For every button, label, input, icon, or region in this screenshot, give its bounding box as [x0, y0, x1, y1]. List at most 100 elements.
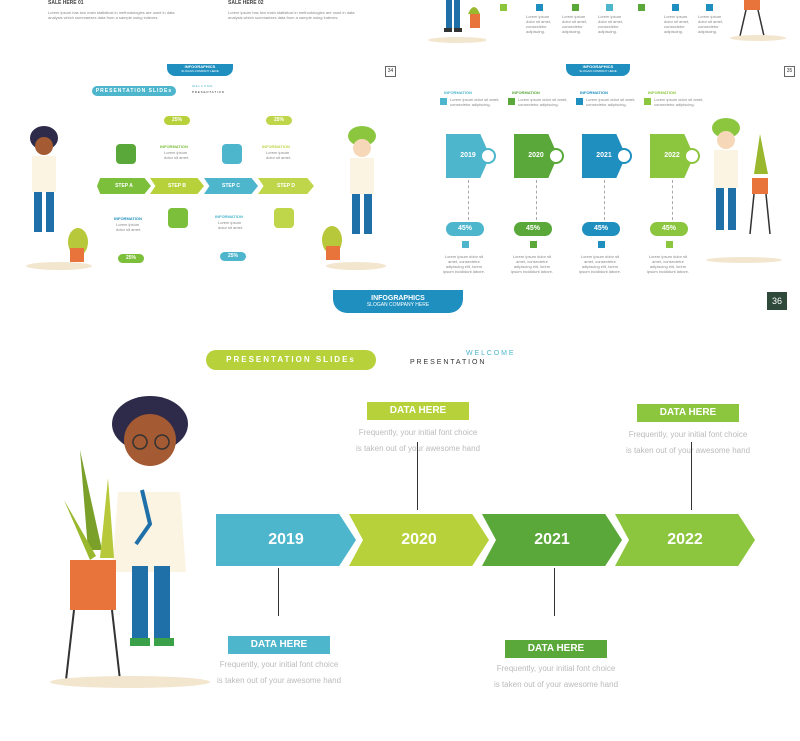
character-main-illustration [50, 396, 210, 688]
slide-header-tab: INFOGRAPHICS SLOGAN COMPANY HERE [167, 64, 233, 76]
info-title: INFORMATION [444, 90, 472, 95]
connector-line [278, 568, 279, 616]
info-body: Lorem ipsum dolor sit amet. [116, 222, 142, 232]
header-title: INFOGRAPHICS [184, 64, 216, 69]
connector-line [417, 442, 418, 510]
header-sub: SLOGAN COMPANY HERE [579, 69, 617, 73]
info-icon [116, 144, 136, 164]
checkbox-icon[interactable] [462, 241, 469, 248]
percent-pill: 25% [118, 254, 144, 263]
page-number: 35 [784, 66, 795, 77]
desc-line-2: is taken out of your awesome hand [493, 680, 619, 689]
character-illustration [428, 0, 486, 43]
data-label: DATA HERE [367, 402, 469, 420]
slide-header-tab: INFOGRAPHICS SLOGAN COMPANY HERE [333, 290, 463, 313]
checkbox-icon[interactable] [530, 241, 537, 248]
slide-thumbnail-35[interactable]: INFOGRAPHICS SLOGAN COMPANY HERE 35 INFO… [420, 64, 800, 276]
sale-title-1: SALE HERE 01 [48, 0, 84, 6]
connector-line [672, 180, 673, 220]
data-label: DATA HERE [228, 636, 330, 654]
connector-line [536, 180, 537, 220]
column-text: Lorem ipsum dolor sit amet, consectetur … [578, 254, 622, 274]
checkbox-icon[interactable] [606, 4, 613, 11]
info-body: Lorem ipsum dolor sit amet. [164, 150, 190, 160]
desc-line-1: Frequently, your initial font choice [358, 428, 478, 437]
data-label: DATA HERE [637, 404, 739, 422]
slide-thumbnail-33[interactable]: SALE HERE 01 Lorem ipsum has two main st… [0, 0, 400, 55]
info-icon [222, 144, 242, 164]
info-body: Lorem ipsum dolor sit amet. [218, 220, 244, 230]
desc-line-1: Frequently, your initial font choice [628, 430, 748, 439]
year-icon [684, 148, 700, 164]
checkbox-icon[interactable] [576, 98, 583, 105]
column-text: Lorem ipsum dolor sit amet, consectetur … [510, 254, 554, 274]
info-body: Lorem ipsum dolor sit amet. [266, 150, 292, 160]
info-icon [274, 208, 294, 228]
checkbox-icon[interactable] [536, 4, 543, 11]
checkbox-icon[interactable] [644, 98, 651, 105]
presentation-text: P R E S E N T A T I O N [410, 359, 485, 366]
info-title: INFORMATION [114, 216, 142, 221]
presentation-badge: PRESENTATION SLIDEs [206, 350, 376, 370]
desc-line-2: is taken out of your awesome hand [216, 676, 342, 685]
data-label: DATA HERE [505, 640, 607, 658]
info-title: INFORMATION [215, 214, 243, 219]
checkbox-icon[interactable] [666, 241, 673, 248]
info-title: INFORMATION [512, 90, 540, 95]
sale-title-2: SALE HERE 02 [228, 0, 264, 6]
percent-pill: 45% [650, 222, 688, 236]
percent-pill: 25% [220, 252, 246, 261]
year-icon [616, 148, 632, 164]
info-body: Lorem ipsum dolor sit amet, consectetur … [654, 97, 704, 107]
info-body: Lorem ipsum dolor sit amet, consectetur … [450, 97, 500, 107]
sale-body-2: Lorem ipsum has two main statistical in … [228, 10, 355, 20]
connector-line [691, 442, 692, 510]
column-text: Lorem ipsum dolor sit amet, consectetur … [598, 14, 624, 34]
info-body: Lorem ipsum dolor sit amet, consectetur … [586, 97, 636, 107]
character-right-illustration [322, 126, 386, 270]
checkbox-icon[interactable] [508, 98, 515, 105]
year-arrow: 2022 [615, 514, 755, 566]
step-arrow: STEP B [150, 178, 204, 194]
checkbox-icon[interactable] [672, 4, 679, 11]
desc-line-2: is taken out of your awesome hand [355, 444, 481, 453]
desc-line-1: Frequently, your initial font choice [496, 664, 616, 673]
info-title: INFORMATION [580, 90, 608, 95]
checkbox-icon[interactable] [638, 4, 645, 11]
info-title: INFORMATION [262, 144, 290, 149]
presentation-badge: PRESENTATION SLIDEs [92, 86, 176, 96]
slide-main-36[interactable]: INFOGRAPHICS SLOGAN COMPANY HERE 36 PRES… [0, 290, 800, 741]
checkbox-icon[interactable] [598, 241, 605, 248]
desc-line-2: is taken out of your awesome hand [625, 446, 751, 455]
slide-thumbnail-34[interactable]: INFOGRAPHICS SLOGAN COMPANY HERE 34 PRES… [12, 64, 398, 276]
step-arrow: STEP D [258, 178, 314, 194]
slide-header-tab: INFOGRAPHICS SLOGAN COMPANY HERE [566, 64, 630, 76]
column-text: Lorem ipsum dolor sit amet, consectetur … [698, 14, 724, 34]
header-title: INFOGRAPHICS [582, 64, 614, 69]
connector-line [554, 568, 555, 616]
info-icon [168, 208, 188, 228]
percent-pill: 25% [266, 116, 292, 125]
checkbox-icon[interactable] [500, 4, 507, 11]
character-left-illustration [26, 126, 92, 270]
character-right-illustration [706, 118, 782, 263]
column-text: Lorem ipsum dolor sit amet, consectetur … [526, 14, 552, 34]
welcome-text: W E L C O M E [192, 84, 213, 88]
header-title: INFOGRAPHICS [371, 295, 425, 302]
presentation-text: P R E S E N T A T I O N [192, 90, 224, 94]
page-number: 36 [767, 292, 787, 310]
checkbox-icon[interactable] [572, 4, 579, 11]
plant-stand-illustration [730, 0, 786, 41]
checkbox-icon[interactable] [706, 4, 713, 11]
connector-line [604, 180, 605, 220]
percent-pill: 45% [582, 222, 620, 236]
slide-thumbnail-prev[interactable]: Lorem ipsum dolor sit amet, consectetur … [420, 0, 800, 55]
checkbox-icon[interactable] [440, 98, 447, 105]
percent-pill: 45% [446, 222, 484, 236]
column-text: Lorem ipsum dolor sit amet, consectetur … [562, 14, 588, 34]
header-sub: SLOGAN COMPANY HERE [181, 69, 219, 73]
year-arrow: 2021 [482, 514, 622, 566]
step-arrow: STEP A [97, 178, 151, 194]
column-text: Lorem ipsum dolor sit amet, consectetur … [646, 254, 690, 274]
sale-body-1: Lorem ipsum has two main statistical in … [48, 10, 175, 20]
